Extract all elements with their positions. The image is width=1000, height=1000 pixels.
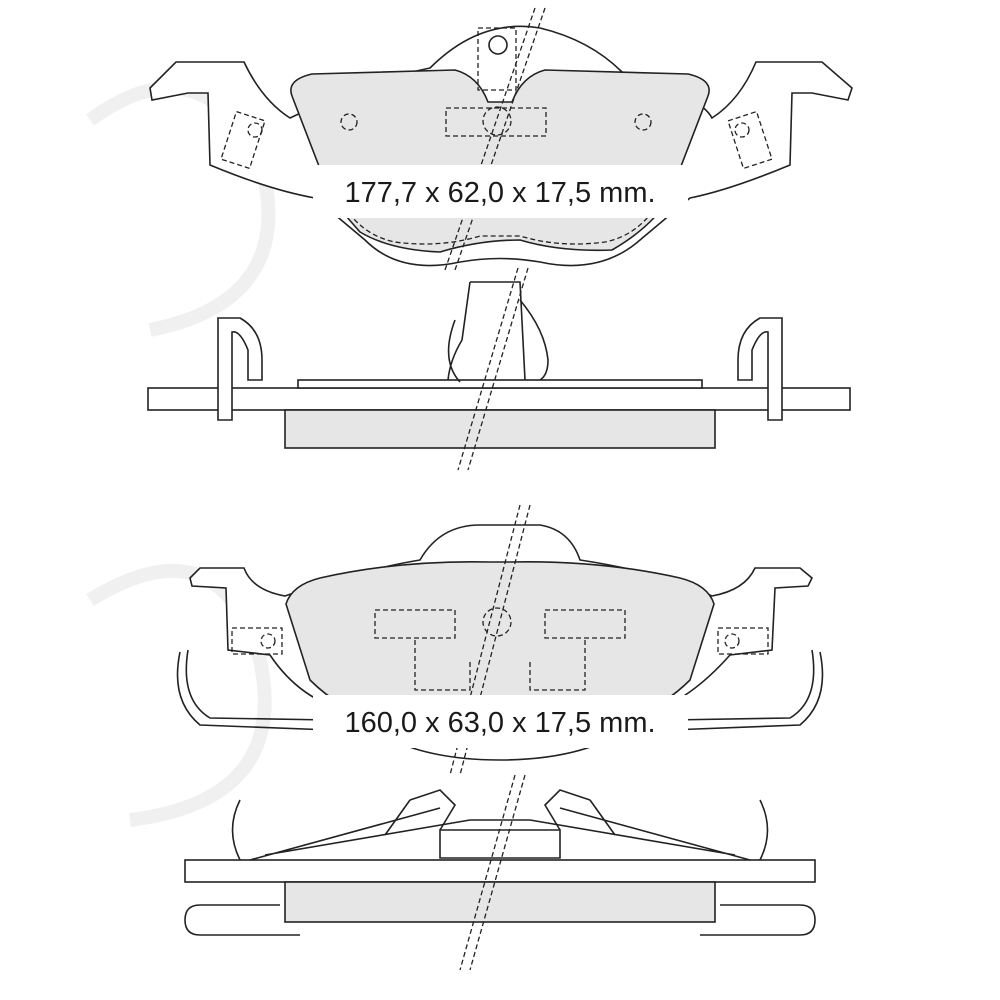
section-line	[467, 267, 529, 471]
backing-plate-side	[147, 387, 851, 411]
pad-front-view-1: 177,7 x 62,0 x 17,5 mm.	[149, 7, 853, 271]
pad-front-view-2: 160,0 x 63,0 x 17,5 mm.	[176, 504, 824, 776]
dimension-label-front: 177,7 x 62,0 x 17,5 mm.	[344, 177, 655, 209]
guide-clip-left	[231, 627, 283, 655]
dimension-label-box	[313, 165, 688, 218]
guide-clip-right	[717, 627, 769, 655]
section-line	[469, 774, 526, 971]
section-line-2	[459, 774, 516, 971]
section-line-2	[457, 267, 519, 471]
center-clip-side	[439, 829, 561, 859]
rivet-hole-right	[634, 113, 652, 131]
friction-material-side	[284, 409, 716, 449]
friction-material-side	[284, 881, 716, 923]
guide-clip-right	[727, 110, 773, 170]
spring-wire-side	[184, 799, 816, 936]
rivet-hole-left	[340, 113, 358, 131]
guide-clip-left	[220, 110, 266, 170]
center-boss	[482, 106, 512, 136]
watermark	[85, 81, 276, 827]
dimension-label-rear: 160,0 x 63,0 x 17,5 mm.	[344, 707, 655, 739]
underlayer	[297, 379, 703, 389]
hidden-contour	[339, 199, 661, 245]
section-line	[454, 7, 546, 271]
clip-right	[737, 317, 783, 421]
clip-left	[217, 317, 263, 421]
clip-hooks	[384, 789, 616, 836]
clip-slot-left	[374, 609, 456, 639]
pad-side-view-2	[184, 774, 816, 971]
wear-sensor-icon	[488, 35, 508, 55]
section-line-2	[444, 7, 536, 271]
center-boss	[482, 607, 512, 637]
dimension-label-box	[313, 695, 688, 748]
wear-sensor-mount	[477, 27, 517, 91]
spring-slot	[414, 640, 586, 691]
spring-wire	[176, 649, 824, 731]
clip-slot-right	[544, 609, 626, 639]
center-clip	[445, 107, 547, 137]
pad-side-view-1	[147, 267, 851, 471]
center-spring	[447, 281, 549, 383]
